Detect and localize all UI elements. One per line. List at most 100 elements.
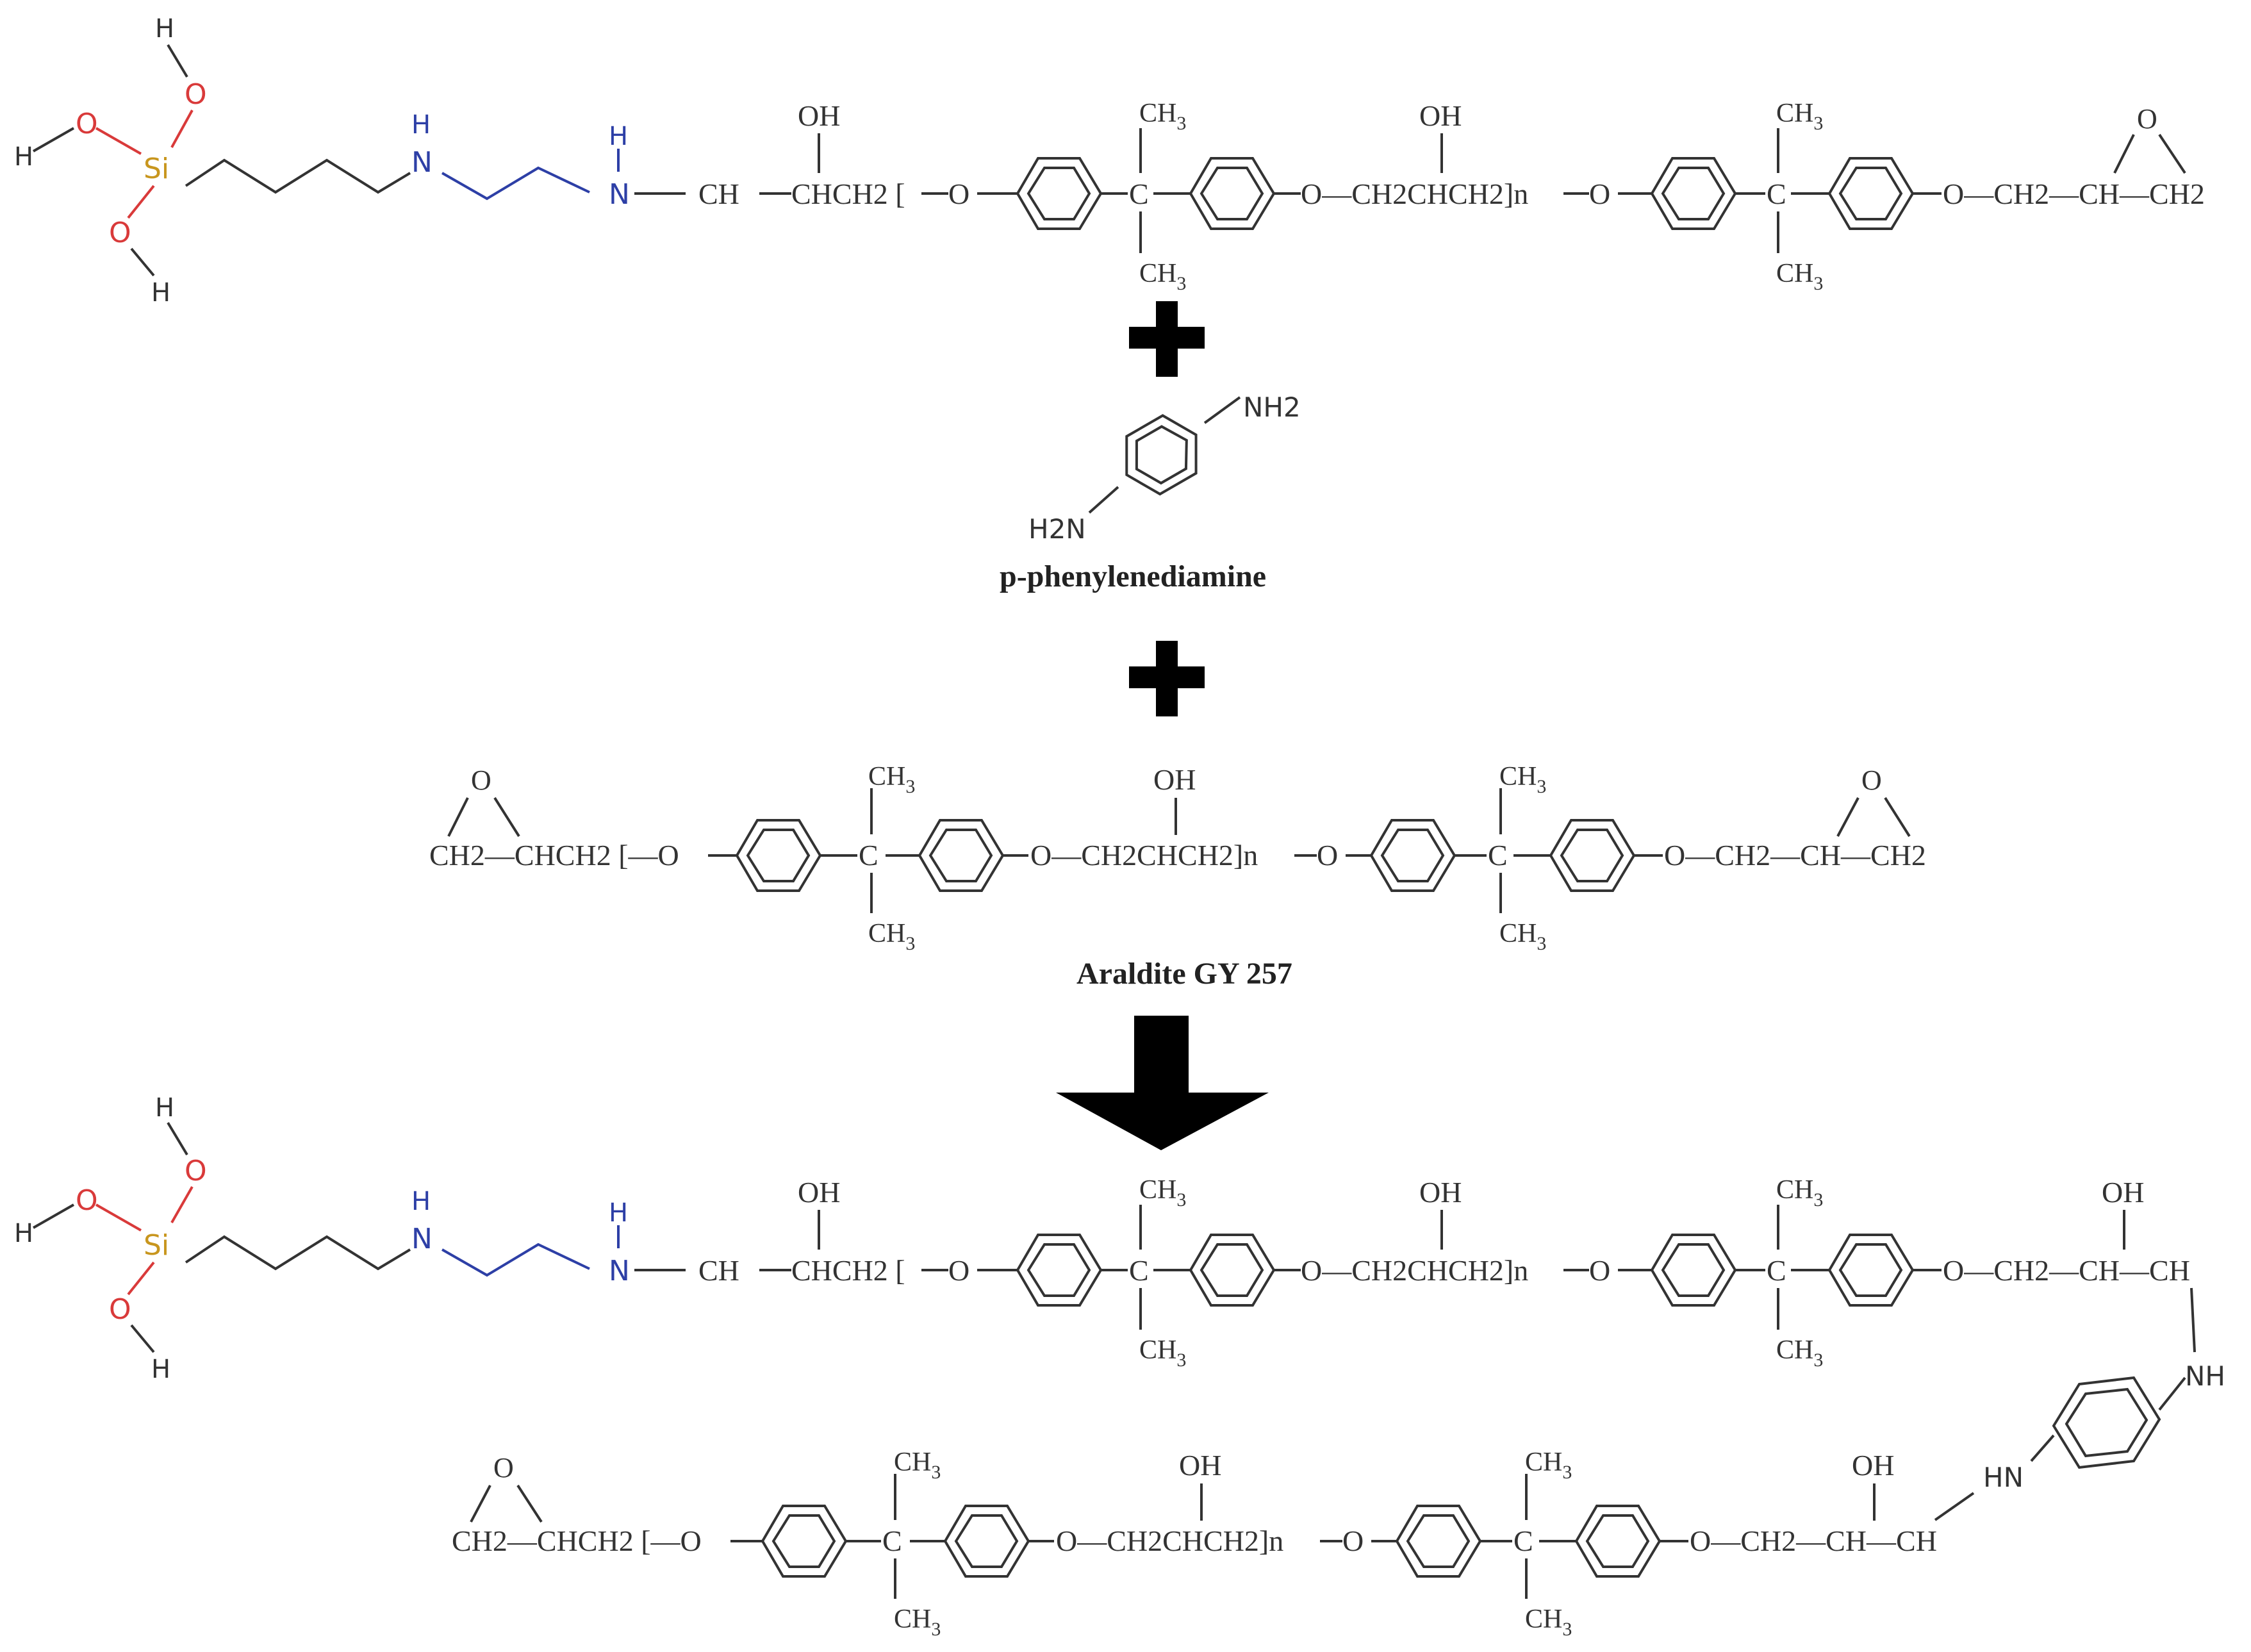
quaternary-c: C [1129, 178, 1149, 210]
propyl-chain [185, 1235, 411, 1271]
amine-nh: NH [2185, 1360, 2225, 1392]
methyl-bottom: CH3 [1499, 919, 1546, 954]
svg-text:CH3: CH3 [1776, 259, 1823, 294]
svg-text:CH3: CH3 [1499, 762, 1546, 797]
atom-o: O [76, 108, 98, 140]
atom-h: H [151, 1355, 170, 1384]
methyl-top: CH3 [1776, 99, 1823, 134]
quaternary-c: C [1129, 1254, 1149, 1287]
atom-ch: CH [698, 178, 739, 210]
silane-epoxy-reactant: H O H O Si O H N H H N CH CHCH2 [ OH O [14, 14, 2205, 308]
glycidyl-end: O—CH2—CH—CH2 [1943, 178, 2205, 210]
methyl-top: CH3 [1139, 99, 1186, 134]
atom-h: H [14, 142, 33, 172]
methyl-top: CH3 [894, 1448, 941, 1483]
ppd-bridge-ring: HN [1934, 1376, 2186, 1521]
quaternary-c: C [1767, 178, 1786, 210]
atom-h: H [155, 1093, 174, 1123]
crosslinked-product: H O H O Si O H N H H N CH CHCH2 [ OH O [14, 1093, 2225, 1640]
amine-h2n: H2N [1028, 513, 1086, 545]
methyl-bottom: CH3 [1776, 1335, 1823, 1371]
silanol-group: H O H O Si O H [14, 14, 207, 308]
epoxide-ring: O [2113, 103, 2186, 174]
benzene-inner [1838, 167, 1903, 220]
benzene-inner [1585, 1514, 1650, 1568]
amine-hn: HN [1983, 1462, 2024, 1493]
methyl-top: CH3 [1139, 1175, 1186, 1210]
ether-o: O [948, 178, 969, 210]
ether-linkage: O—CH2CHCH2]n [1056, 1524, 1283, 1557]
atom-n: N [411, 146, 433, 179]
atom-o: O [76, 1184, 98, 1217]
chch2-group: CHCH2 [ [791, 1254, 905, 1287]
atom-si: Si [144, 1229, 169, 1262]
benzene-inner [1200, 167, 1264, 220]
atom-o: O [185, 1155, 207, 1187]
ethyl-chain [441, 166, 590, 201]
benzene-inner [1027, 1243, 1091, 1297]
atom-h: H [151, 278, 170, 308]
quaternary-c: C [1513, 1524, 1533, 1557]
methyl-bottom: CH3 [894, 1605, 941, 1640]
ether-linkage: O—CH2CHCH2]n [1301, 178, 1528, 210]
opened-glycidyl: O—CH2—CH—CH [1690, 1524, 1937, 1557]
quaternary-c: C [859, 839, 878, 871]
opened-glycidyl: O—CH2—CH—CH [1943, 1254, 2190, 1287]
amine-nh2: NH2 [1243, 392, 1301, 423]
ether-linkage: O—CH2CHCH2]n [1301, 1254, 1528, 1287]
ether-o: O [1589, 178, 1610, 210]
ether-linkage: O—CH2CHCH2]n [1030, 839, 1258, 871]
svg-text:CH3: CH3 [1139, 99, 1186, 134]
araldite-molecule: O CH2—CHCH2 [—O C CH3 CH3 O—CH2CHCH2]n O… [429, 762, 1926, 991]
atom-ch: CH [698, 1254, 739, 1287]
methyl-bottom: CH3 [1776, 259, 1823, 294]
atom-n: N [411, 1223, 433, 1255]
ether-o: O [1342, 1524, 1364, 1557]
svg-text:CH3: CH3 [1776, 99, 1823, 134]
epoxide-start: CH2—CHCH2 [—O [429, 839, 679, 871]
chch2-group: CHCH2 [ [791, 178, 905, 210]
benzene-inner [1380, 829, 1445, 882]
benzene-inner [1027, 167, 1091, 220]
reaction-arrow [1056, 1016, 1269, 1150]
svg-text:CH3: CH3 [868, 919, 915, 954]
quaternary-c: C [1767, 1254, 1786, 1287]
benzene-inner [1661, 1243, 1726, 1297]
atom-h: H [609, 1198, 628, 1228]
benzene-inner [928, 829, 993, 882]
hydroxyl-oh: OH [2102, 1176, 2144, 1209]
benzene-inner [1200, 1243, 1264, 1297]
ethyl-chain [441, 1243, 590, 1277]
methyl-bottom: CH3 [868, 919, 915, 954]
hydroxyl-oh: OH [1153, 763, 1196, 796]
svg-text:CH3: CH3 [894, 1448, 941, 1483]
benzene-inner [954, 1514, 1019, 1568]
ether-o: O [1317, 839, 1338, 871]
methyl-top: CH3 [868, 762, 915, 797]
propyl-chain [185, 158, 411, 194]
atom-h: H [14, 1219, 33, 1248]
epoxide-o: O [493, 1452, 514, 1483]
methyl-bottom: CH3 [1139, 259, 1186, 294]
methyl-top: CH3 [1499, 762, 1546, 797]
hydroxyl-oh: OH [798, 1176, 840, 1209]
ether-o: O [948, 1254, 969, 1287]
methyl-bottom: CH3 [1525, 1605, 1572, 1640]
plus-sign [1129, 301, 1205, 377]
benzene-inner [1560, 829, 1624, 882]
svg-text:CH3: CH3 [894, 1605, 941, 1640]
quaternary-c: C [1488, 839, 1508, 871]
atom-o: O [185, 78, 207, 111]
benzene-inner [1661, 167, 1726, 220]
epoxide-ring: O [470, 1452, 543, 1523]
svg-text:CH3: CH3 [1139, 259, 1186, 294]
atom-h: H [155, 14, 174, 44]
benzene-inner [771, 1514, 836, 1568]
benzene-inner [1406, 1514, 1471, 1568]
silanol-group: H O H O Si O H [14, 1093, 207, 1384]
epoxide-o: O [2137, 103, 2157, 135]
atom-h: H [411, 110, 431, 140]
atom-n: N [609, 1255, 630, 1287]
epoxide-o: O [471, 764, 491, 796]
hydroxyl-oh: OH [798, 99, 840, 132]
